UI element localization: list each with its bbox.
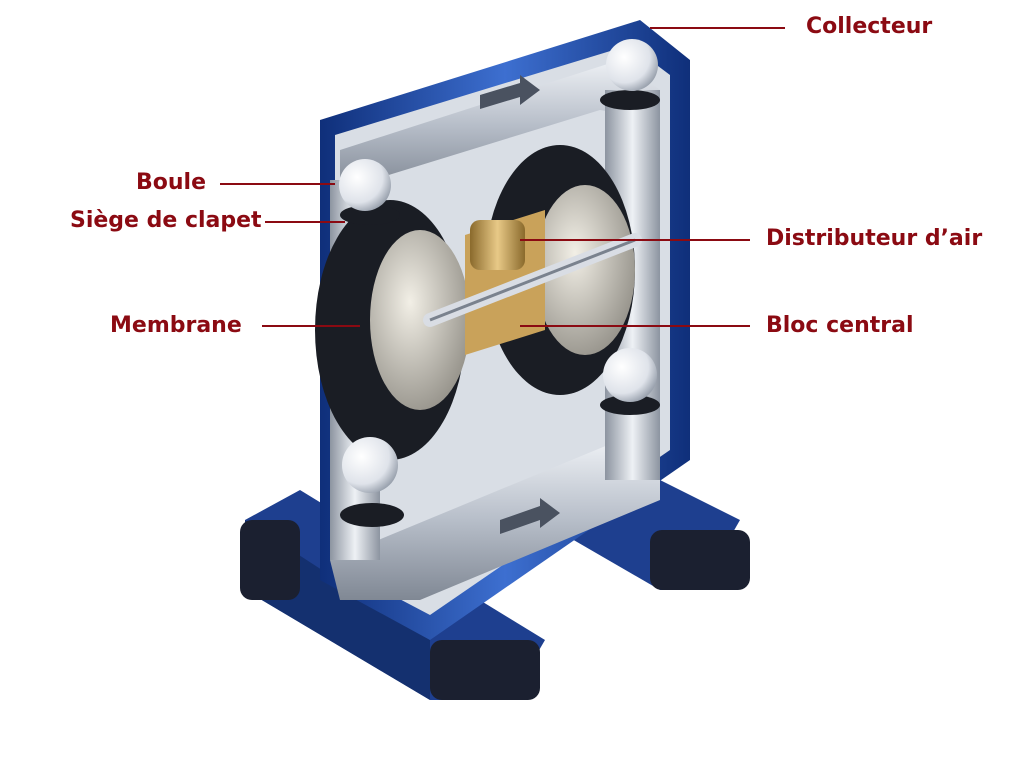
center-block <box>423 210 642 355</box>
label-membrane: Membrane <box>110 313 242 338</box>
leader-lines <box>220 27 785 327</box>
label-siege-de-clapet: Siège de clapet <box>70 208 262 233</box>
check-balls <box>339 39 660 527</box>
label-distributeur-air: Distributeur d’air <box>766 226 983 251</box>
label-bloc-central: Bloc central <box>766 313 914 338</box>
label-collecteur: Collecteur <box>806 14 933 39</box>
label-boule: Boule <box>136 170 207 195</box>
